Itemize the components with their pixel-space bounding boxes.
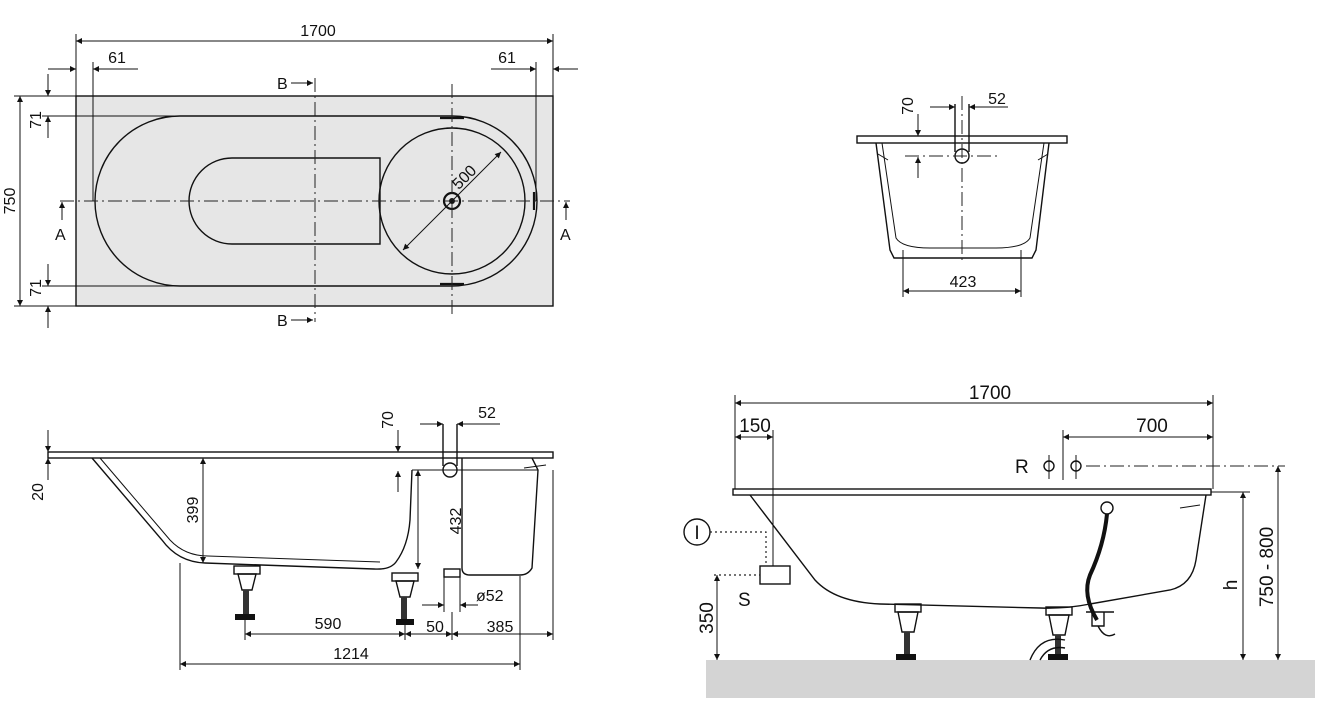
- top-view-section-b-bottom: B: [277, 313, 288, 330]
- side-view-depth-label: 399: [185, 497, 202, 524]
- install-view-overflow: [1100, 501, 1114, 515]
- install-view-tap-right: [1070, 455, 1082, 479]
- side-view-overflow-height-label: 70: [380, 411, 397, 429]
- side-view-rim-thickness-label: 20: [30, 483, 47, 501]
- side-view-foot-left: [233, 565, 261, 620]
- install-view-length-label: 1700: [969, 383, 1011, 404]
- install-view-label-i: I: [694, 523, 699, 544]
- install-view-label-s: S: [738, 590, 751, 611]
- install-view-leader-i: [710, 531, 767, 566]
- install-view-rim-mark: [1179, 504, 1201, 509]
- install-view-foot-left: [894, 603, 922, 660]
- top-view-section-b-top: B: [277, 76, 288, 93]
- install-view-overflow-hose: [1085, 513, 1109, 622]
- cross-section-overflow-pipe: [954, 104, 970, 152]
- install-view: 1700 150 700 R I S 350 h: [683, 383, 1315, 698]
- install-view-foot-right: [1045, 606, 1073, 660]
- top-view-section-a-left: A: [55, 227, 66, 244]
- side-view-drain-end-label: 385: [487, 619, 514, 636]
- top-view-length-label: 1700: [300, 23, 336, 40]
- side-view-overflow-pipe: [442, 424, 458, 466]
- top-view-rim-top-label: 71: [28, 111, 45, 129]
- top-view-diameter-line: [402, 151, 502, 251]
- install-view-siphon: [1086, 611, 1116, 637]
- cross-section-overflow-diameter-label: 52: [988, 91, 1006, 108]
- top-view-width-label: 750: [2, 188, 19, 215]
- side-view-leg-spacing-label: 590: [315, 616, 342, 633]
- top-view-inner-oval: [188, 157, 381, 245]
- top-view-margin-right-label: 61: [498, 50, 516, 67]
- cross-section-bottom-width-label: 423: [950, 274, 977, 291]
- install-view-shell: [749, 494, 1207, 609]
- install-view-offset-left-label: 150: [739, 416, 771, 437]
- side-view-foot-right: [391, 572, 419, 625]
- side-view-overflow-diameter-label: 52: [478, 405, 496, 422]
- install-view-offset-right-label: 700: [1136, 416, 1168, 437]
- cross-section-inner-shell: [881, 142, 1045, 249]
- side-view-rim-mark: [523, 464, 547, 469]
- install-view-height-symbol: h: [1221, 580, 1242, 591]
- cross-section-view: 70 52 423: [856, 91, 1068, 297]
- install-view-drain-pipe: [1029, 638, 1066, 661]
- side-view-overflow-depth-label: 432: [448, 508, 465, 535]
- side-view: 20 399 432 70 52 ø52 590 50 385: [30, 405, 554, 670]
- install-view-rim: [732, 488, 1212, 496]
- side-view-rim: [47, 451, 554, 459]
- install-view-tap-left: [1043, 455, 1055, 479]
- cross-section-overflow-height-label: 70: [900, 97, 917, 115]
- install-view-floor: [706, 660, 1315, 698]
- top-view-margin-left-label: 61: [108, 50, 126, 67]
- cross-section-rim: [856, 135, 1068, 144]
- install-view-height-range-label: 750 - 800: [1257, 527, 1278, 607]
- side-view-leg-span-label: 1214: [333, 646, 369, 663]
- install-view-label-r: R: [1015, 457, 1029, 478]
- side-view-drain: [443, 568, 461, 578]
- cross-section-rim-marks: [877, 153, 1049, 161]
- top-view-section-a-right: A: [560, 227, 571, 244]
- cross-section-outer-shell: [875, 142, 1050, 259]
- side-view-drain-offset-label: 50: [426, 619, 444, 636]
- top-view: 500 1700 61 61 750 71 71 B B: [2, 23, 578, 330]
- side-view-drain-diameter-label: ø52: [476, 588, 504, 605]
- install-view-siphon-height-label: 350: [697, 602, 718, 634]
- top-view-rim-bottom-label: 71: [28, 279, 45, 297]
- install-view-siphon-box: [759, 565, 791, 585]
- side-view-inner-line: [99, 457, 538, 563]
- side-view-shell: [91, 457, 539, 576]
